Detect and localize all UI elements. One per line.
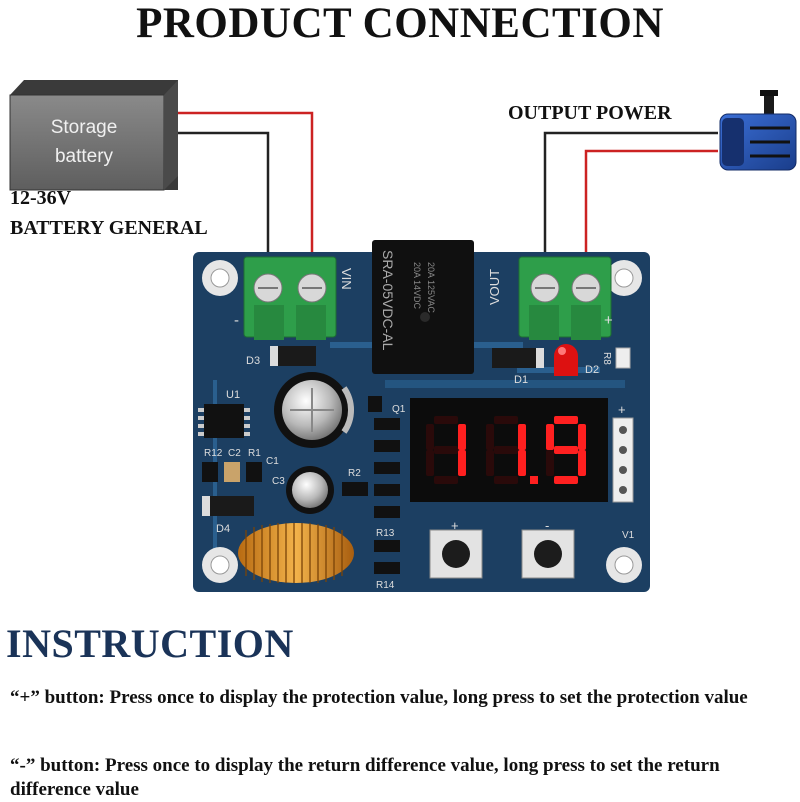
output-terminal-block	[518, 256, 612, 340]
vout-label: VOUT	[487, 269, 502, 305]
output-plus-label: +	[604, 312, 613, 329]
r8-label: R8	[601, 352, 612, 365]
segment-0-f	[426, 424, 434, 450]
smd-resistor-array	[368, 396, 400, 574]
segment-2-c	[578, 450, 586, 476]
header-plus-label: +	[618, 402, 626, 417]
relay: SRA-05VDC-AL 20A 14VDC 20A 125VAC	[372, 240, 474, 374]
segment-1-g	[494, 446, 518, 454]
segment-2-g	[554, 446, 578, 454]
segment-0-d	[434, 476, 458, 484]
segment-1-b	[518, 424, 526, 450]
resistor-r2	[342, 482, 368, 496]
input-negative-wire	[178, 131, 270, 288]
decimal-point	[530, 476, 538, 484]
pump-icon	[719, 90, 797, 171]
diode-d3	[270, 346, 316, 366]
resistor-r8	[615, 347, 631, 369]
input-positive-wire	[178, 111, 314, 288]
mounting-hole	[202, 260, 238, 296]
output-positive-wire	[584, 149, 718, 288]
battery-box-line2: battery	[55, 146, 114, 167]
minus-button-label: -	[545, 518, 549, 533]
diode-d4	[202, 496, 254, 516]
r13-label: R13	[376, 528, 395, 539]
c2-label: C2	[228, 448, 241, 459]
instruction-title: INSTRUCTION	[6, 621, 294, 666]
mounting-hole	[606, 260, 642, 296]
pcb-board: VIN SRA-05VDC-AL 20A 14VDC 20A 125VAC VO…	[193, 240, 650, 592]
battery-box-line1: Storage	[51, 117, 118, 138]
segment-0-c	[458, 450, 466, 476]
output-power-label: OUTPUT POWER	[508, 102, 672, 124]
segment-1-d	[494, 476, 518, 484]
segment-2-a	[554, 416, 578, 424]
q1-label: Q1	[392, 404, 406, 415]
red-led	[554, 344, 578, 376]
plus-button[interactable]	[429, 529, 483, 579]
segment-2-f	[546, 424, 554, 450]
segment-1-f	[486, 424, 494, 450]
storage-battery: Storage battery	[9, 80, 178, 191]
capacitor-c3	[286, 466, 334, 514]
segment-1-c	[518, 450, 526, 476]
capacitor-c1	[274, 372, 355, 448]
segment-1-a	[494, 416, 518, 424]
segment-2-d	[554, 476, 578, 484]
diode-d1	[492, 348, 544, 368]
battery-voltage-label: 12-36V	[10, 187, 72, 209]
u1-label: U1	[226, 389, 240, 401]
segment-1-e	[486, 450, 494, 476]
segment-0-b	[458, 424, 466, 450]
pin-header	[612, 417, 634, 503]
c1-label: C1	[266, 456, 279, 467]
segment-0-e	[426, 450, 434, 476]
minus-button-instruction: “-” button: Press once to display the re…	[10, 755, 720, 800]
inductor-coil	[238, 523, 354, 583]
d4-label: D4	[216, 523, 230, 535]
page-title: PRODUCT CONNECTION	[136, 0, 664, 47]
v1-label: V1	[622, 530, 635, 541]
relay-rating-1: 20A 14VDC	[412, 262, 422, 310]
input-terminal-block	[243, 256, 337, 340]
d2-label: D2	[585, 364, 599, 376]
seven-segment-display	[410, 398, 608, 502]
segment-0-g	[434, 446, 458, 454]
battery-type-label: BATTERY GENERAL	[10, 217, 208, 239]
c3-label: C3	[272, 476, 285, 487]
d1-label: D1	[514, 374, 528, 386]
plus-button-label: +	[451, 518, 459, 533]
connection-diagram: Storage battery	[9, 80, 797, 592]
relay-rating-2: 20A 125VAC	[426, 262, 436, 313]
segment-2-e	[546, 450, 554, 476]
input-minus-label: -	[234, 312, 239, 329]
output-negative-wire	[543, 131, 718, 288]
r1-label: R1	[248, 448, 261, 459]
relay-model: SRA-05VDC-AL	[380, 250, 396, 351]
mounting-hole	[606, 547, 642, 583]
vin-label: VIN	[339, 268, 354, 290]
mounting-hole	[202, 547, 238, 583]
segment-0-a	[434, 416, 458, 424]
r2-label: R2	[348, 468, 361, 479]
ic-u1	[198, 404, 250, 438]
minus-button[interactable]	[521, 529, 575, 579]
r12-label: R12	[204, 448, 223, 459]
plus-button-instruction: “+” button: Press once to display the pr…	[10, 687, 748, 708]
r14-label: R14	[376, 580, 395, 591]
segment-2-b	[578, 424, 586, 450]
d3-label: D3	[246, 355, 260, 367]
